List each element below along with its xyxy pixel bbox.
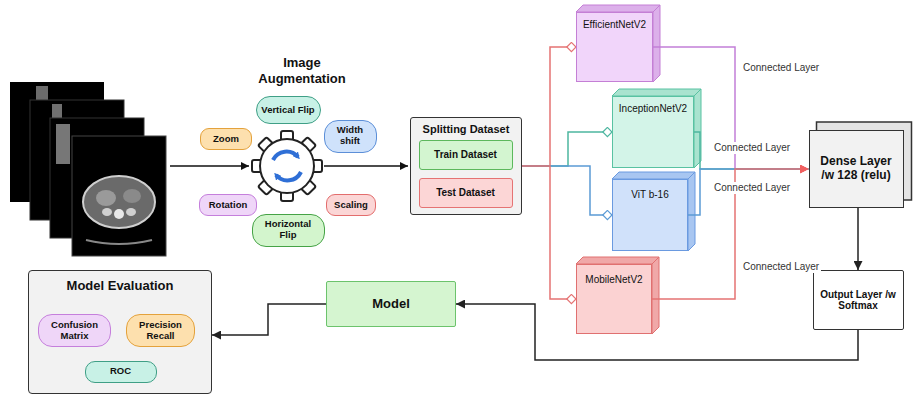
metric-pill: Precision Recall	[126, 314, 195, 347]
group-title: MobileNetV2	[585, 274, 642, 286]
flow-arrow	[170, 165, 249, 167]
augmentation-pill: Vertical Flip	[256, 96, 321, 124]
ct-slice	[72, 136, 166, 256]
dataset-group: Splitting DatasetTrain DatasetTest Datas…	[410, 117, 522, 215]
node-label: Vertical Flip	[261, 105, 314, 116]
node-label: Train Dataset	[434, 149, 497, 161]
augmentation-pill: Rotation	[199, 194, 257, 216]
node-label: Zoom	[213, 134, 239, 145]
depth-face	[576, 5, 660, 12]
node-label: Scaling	[334, 200, 368, 211]
node-label: Dense Layer /w 128 (relu)	[814, 155, 899, 183]
node-label: Confusion Matrix	[43, 320, 106, 342]
ct-kidney	[102, 208, 112, 216]
connector-label: Connected Layer	[741, 261, 821, 273]
group-title: ViT b-16	[631, 189, 668, 201]
metric-pill: ROC	[85, 361, 157, 383]
ct-kidney	[126, 208, 136, 216]
augmentation-pill: Scaling	[326, 194, 376, 216]
metric-pill: Confusion Matrix	[38, 314, 111, 347]
dataset-box: Train Dataset	[419, 140, 513, 170]
connector-label: Connected Layer	[712, 142, 792, 154]
model-block: InceptionNetV2	[612, 96, 694, 168]
model-block: MobileNetV2	[576, 264, 652, 334]
group-title: Model Evaluation	[67, 279, 174, 294]
model-block: EfficientNetV2	[576, 12, 653, 82]
ct-table	[86, 240, 152, 244]
node-label: Test Dataset	[436, 187, 495, 199]
node-label: ROC	[110, 366, 131, 377]
depth-face	[612, 89, 701, 96]
ct-organ	[96, 190, 116, 206]
ct-spine	[114, 209, 124, 219]
gear-icon	[252, 131, 322, 201]
augmentation-pill: Zoom	[200, 128, 252, 150]
model-block: ViT b-16	[612, 179, 688, 251]
depth-face	[612, 172, 695, 179]
node-label: Horizontal Flip	[257, 219, 320, 241]
node-label: Model	[372, 297, 410, 312]
ct-structure	[56, 124, 70, 164]
connector	[688, 169, 809, 215]
augmentation-pill: Width shift	[324, 120, 377, 153]
connector	[212, 304, 326, 335]
ct-organ	[123, 189, 141, 203]
depth-face	[653, 5, 660, 82]
connector-label: Connected Layer	[741, 62, 821, 74]
connector	[456, 304, 858, 360]
connector	[522, 166, 612, 215]
connector	[857, 208, 859, 270]
output-layer-box: Output Layer /w Softmax	[813, 270, 904, 330]
connector	[522, 132, 612, 166]
box-depth-faces	[576, 5, 912, 334]
ct-scan-stack	[10, 82, 166, 256]
flow-arrow	[324, 165, 408, 167]
connector	[694, 132, 809, 169]
section-title: Image Augmentation	[252, 55, 352, 88]
node-label: Output Layer /w Softmax	[818, 289, 899, 312]
evaluation-group: Model EvaluationConfusion Matrix Precisio…	[28, 270, 212, 394]
group-title: InceptionNetV2	[619, 103, 687, 115]
group-title: EfficientNetV2	[583, 19, 646, 31]
depth-face	[652, 257, 659, 334]
node-label: Precision Recall	[131, 320, 190, 342]
depth-face	[688, 172, 695, 251]
augmentation-pill: Horizontal Flip	[252, 214, 325, 247]
group-title: Splitting Dataset	[423, 123, 510, 136]
node-label: Rotation	[209, 200, 248, 211]
connector	[522, 166, 576, 299]
connector-label: Connected Layer	[712, 182, 792, 194]
dataset-box: Test Dataset	[419, 178, 513, 208]
model-box: Model	[326, 281, 456, 327]
ct-body	[83, 176, 155, 228]
dense-layer-box: Dense Layer /w 128 (relu)	[809, 130, 904, 208]
depth-face	[576, 257, 659, 264]
node-label: Width shift	[329, 125, 372, 147]
